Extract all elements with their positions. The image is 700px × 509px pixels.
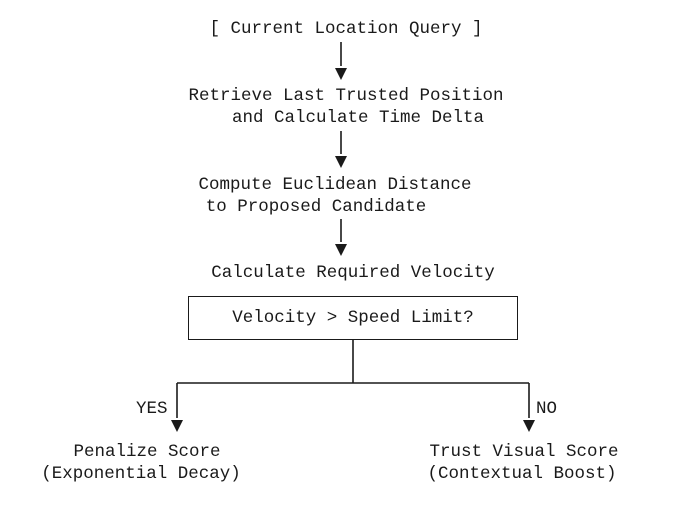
arrow-yes-branch [171,383,183,432]
decision-node: Velocity > Speed Limit? [188,296,518,340]
arrow-start-to-step1 [335,42,347,80]
step3-node: Calculate Required Velocity [211,263,495,283]
start-node: [ Current Location Query ] [209,19,483,39]
arrow-step2-to-step3 [335,219,347,256]
no-outcome-line1: Trust Visual Score [429,442,619,462]
step2-line2: to Proposed Candidate [205,197,427,217]
yes-outcome-line1: Penalize Score [73,442,221,462]
arrow-no-branch [523,383,535,432]
step2-line1: Compute Euclidean Distance [198,175,472,195]
arrow-step1-to-step2 [335,131,347,168]
step1-line2: and Calculate Time Delta [231,108,485,128]
no-outcome-line2: (Contextual Boost) [427,464,617,484]
yes-label: YES [136,399,168,419]
yes-outcome-line2: (Exponential Decay) [41,464,241,484]
no-label: NO [536,399,558,419]
decision-branch-connector [177,340,529,384]
step1-line1: Retrieve Last Trusted Position [188,86,504,106]
